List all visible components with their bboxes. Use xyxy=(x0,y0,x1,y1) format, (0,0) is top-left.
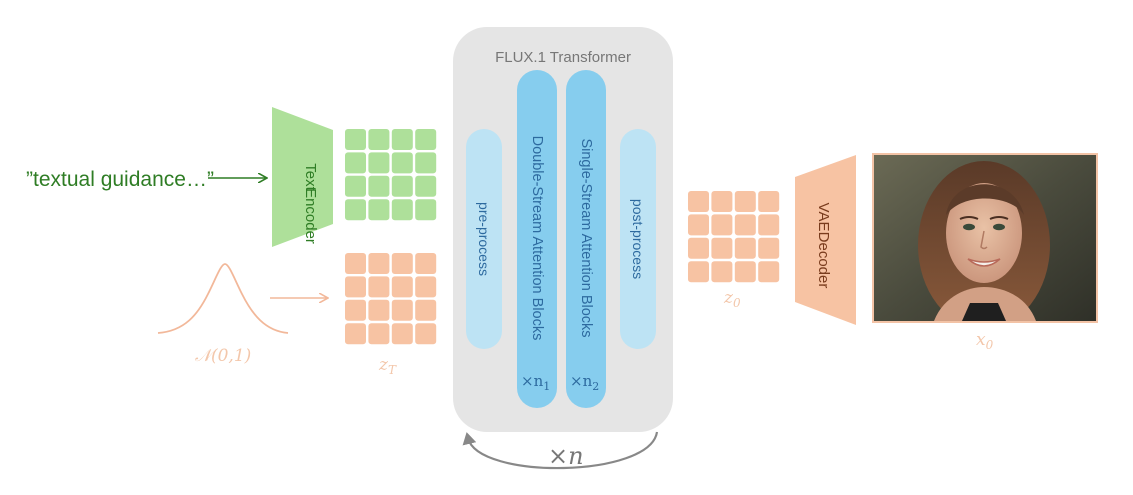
vae-decoder-line1: VAE xyxy=(815,203,832,232)
text-encoder-label: TextEncoder xyxy=(302,163,319,244)
latent-token-cell xyxy=(734,214,756,236)
vae-decoder-label: VAEDecoder xyxy=(815,203,832,289)
noise-token-cell xyxy=(391,276,413,298)
embedding-token-cell xyxy=(415,199,437,221)
noise-token-cell xyxy=(368,253,390,274)
z-t-label: zT xyxy=(378,355,397,377)
embedding-token-cell xyxy=(415,129,437,150)
text-encoder xyxy=(272,107,333,247)
n2-multiplier: ×n2 xyxy=(570,372,599,393)
pre-process-block xyxy=(466,129,502,349)
vae-decoder xyxy=(795,155,856,325)
embedding-token-cell xyxy=(391,152,413,174)
embedding-token-cell xyxy=(415,152,437,174)
loop-multiplier: ×n xyxy=(548,442,584,470)
single-stream-block xyxy=(566,70,606,408)
embedding-token-cell xyxy=(391,129,413,150)
latent-token-cell xyxy=(688,261,709,283)
n2-subscript: 2 xyxy=(592,380,599,393)
latent-token-cell xyxy=(734,261,756,283)
embedding-token-cell xyxy=(368,129,390,150)
n1-multiplier: ×n1 xyxy=(521,372,550,393)
double-stream-block xyxy=(517,70,557,408)
embedding-token-cell xyxy=(345,129,366,150)
noise-token-cell xyxy=(345,253,366,274)
latent-token-cell xyxy=(758,191,780,212)
z0-label: z0 xyxy=(723,288,741,310)
embedding-token-cell xyxy=(345,199,366,221)
text-embedding-grid xyxy=(345,129,437,221)
post-process-block xyxy=(620,129,656,349)
transformer-panel xyxy=(453,27,673,432)
transformer-title: FLUX.1 Transformer xyxy=(495,49,631,66)
embedding-token-cell xyxy=(345,175,366,197)
text-encoder-line1: Text xyxy=(302,163,319,191)
n1-subscript: 1 xyxy=(543,380,550,393)
latent-token-cell xyxy=(758,261,780,283)
noise-token-cell xyxy=(391,253,413,274)
loop-arrow-icon xyxy=(462,431,659,470)
latent-token-cell xyxy=(758,214,780,236)
latent-token-cell xyxy=(688,237,709,259)
noise-token-cell xyxy=(415,253,437,274)
noise-token-cell xyxy=(391,299,413,321)
noise-token-cell xyxy=(391,323,413,345)
z0-main: z xyxy=(723,288,734,308)
noise-token-cell xyxy=(415,299,437,321)
latent-token-cell xyxy=(711,261,733,283)
embedding-token-cell xyxy=(368,152,390,174)
post-process-label: post-process xyxy=(630,199,646,279)
embedding-token-cell xyxy=(345,152,366,174)
z-t-main: z xyxy=(378,355,389,375)
noise-distribution-label: 𝒩(0,1) xyxy=(195,346,252,366)
latent-token-cell xyxy=(688,191,709,212)
noise-token-cell xyxy=(415,276,437,298)
latent-token-cell xyxy=(711,237,733,259)
embedding-token-cell xyxy=(368,175,390,197)
embedding-token-cell xyxy=(391,199,413,221)
latent-token-cell xyxy=(758,237,780,259)
text-encoder-line2: Encoder xyxy=(302,188,319,244)
x0-main: x xyxy=(976,330,986,350)
noise-token-cell xyxy=(415,323,437,345)
n1-main: ×n xyxy=(521,372,544,390)
noise-token-cell xyxy=(345,323,366,345)
generated-portrait-image xyxy=(872,153,1098,323)
latent-token-cell xyxy=(734,191,756,212)
double-stream-label: Double-Stream Attention Blocks xyxy=(529,136,545,341)
latent-token-cell xyxy=(711,214,733,236)
vae-decoder-line2: Decoder xyxy=(815,232,832,289)
x0-label: x0 xyxy=(976,330,994,352)
single-stream-label: Single-Stream Attention Blocks xyxy=(578,138,594,337)
noise-token-cell xyxy=(345,276,366,298)
noise-token-cell xyxy=(368,276,390,298)
latent-token-cell xyxy=(734,237,756,259)
embedding-token-cell xyxy=(368,199,390,221)
portrait-image xyxy=(874,155,1096,321)
n2-main: ×n xyxy=(570,372,593,390)
latent-token-cell xyxy=(711,191,733,212)
output-latent-grid xyxy=(688,191,780,283)
gaussian-curve-icon xyxy=(157,263,289,334)
embedding-token-cell xyxy=(391,175,413,197)
noise-latent-grid xyxy=(345,253,437,345)
z-t-subscript: T xyxy=(388,363,397,377)
latent-token-cell xyxy=(688,214,709,236)
pre-process-label: pre-process xyxy=(476,202,492,276)
x0-subscript: 0 xyxy=(986,338,994,352)
z0-subscript: 0 xyxy=(733,296,741,310)
text-prompt: ”textual guidance…” xyxy=(26,168,214,191)
noise-token-cell xyxy=(345,299,366,321)
noise-token-cell xyxy=(368,299,390,321)
embedding-token-cell xyxy=(415,175,437,197)
noise-token-cell xyxy=(368,323,390,345)
